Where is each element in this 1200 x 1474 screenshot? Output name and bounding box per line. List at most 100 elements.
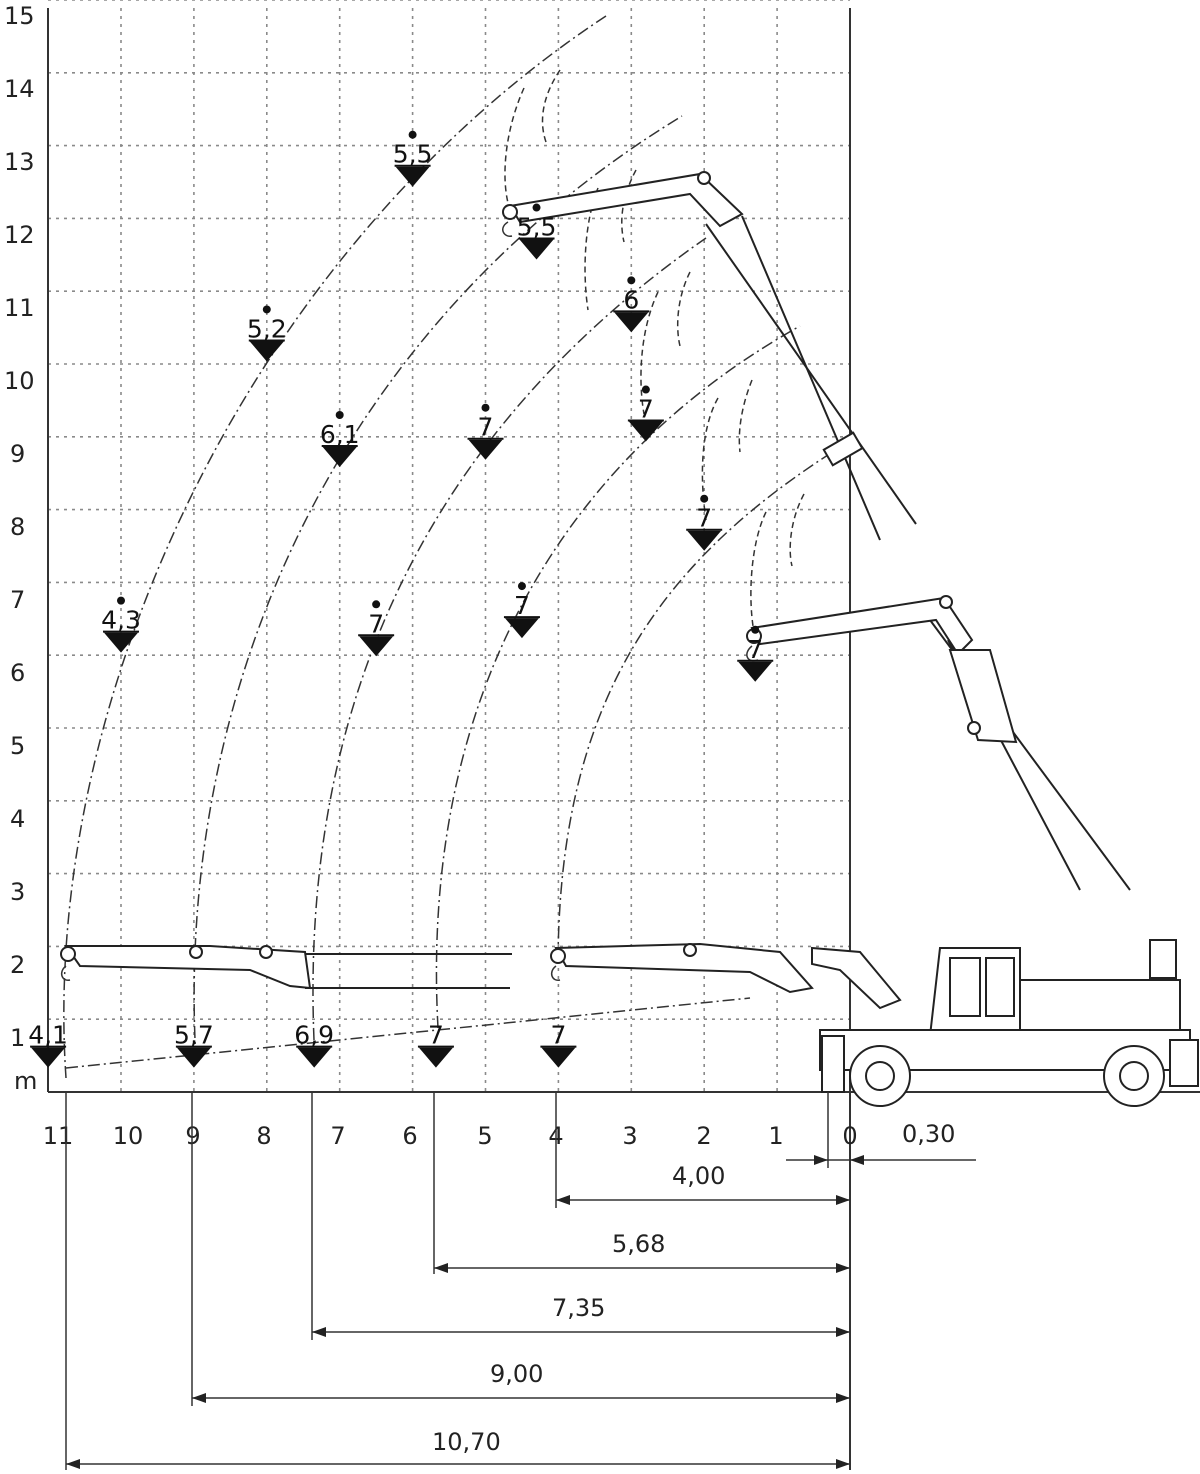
top-jib	[502, 171, 744, 237]
reach-arcs	[63, 15, 843, 1079]
jib-curve	[738, 379, 753, 453]
crane-machine	[60, 171, 1199, 1107]
load-marker-triangle	[359, 636, 394, 657]
x-tick: 1	[768, 1122, 783, 1150]
load-capacity-label: 6,1	[320, 420, 360, 449]
load-capacity-label: 5,5	[517, 213, 557, 242]
reach-arc-2	[193, 115, 683, 1061]
folded-boom	[60, 942, 814, 994]
reach-arc-outer	[63, 15, 607, 1079]
load-marker-triangle	[104, 632, 138, 653]
x-tick-labels: 11 10 9 8 7 6 5 4 3 2 1 0	[43, 1122, 858, 1150]
load-capacity-label: 4,1	[28, 1021, 68, 1050]
y-tick: 8	[10, 513, 25, 541]
dim-label: 9,00	[490, 1360, 543, 1388]
reach-arc-4	[435, 325, 801, 1029]
hook-point-dot	[262, 305, 271, 314]
unit-label: m	[14, 1067, 37, 1095]
jib-curve	[541, 69, 561, 143]
x-tick: 7	[330, 1122, 345, 1150]
y-tick: 2	[10, 951, 25, 979]
load-capacity-label: 5,5	[393, 140, 433, 169]
hook-point-dot	[751, 625, 760, 634]
dim-label: 7,35	[552, 1294, 605, 1322]
jib-curve	[676, 271, 691, 347]
load-marker-triangle	[504, 618, 539, 639]
x-tick: 0	[842, 1122, 857, 1150]
hook-point-dot	[700, 494, 709, 503]
load-capacity-label: 7	[428, 1021, 444, 1050]
hook-point-dot	[517, 582, 526, 591]
y-tick: 5	[10, 732, 25, 760]
y-tick: 12	[4, 221, 35, 249]
hook-point-dot	[532, 203, 541, 212]
x-tick: 6	[402, 1122, 417, 1150]
load-marker-triangle	[628, 421, 663, 442]
load-capacity-label: 7	[638, 395, 654, 424]
mid-jib	[746, 595, 1018, 744]
hook-point-dot	[117, 596, 125, 605]
y-tick: 4	[10, 805, 25, 833]
y-tick: 6	[10, 659, 25, 687]
load-marker-triangle	[176, 1047, 211, 1068]
load-marker-triangle	[468, 439, 503, 460]
hook-point-dot	[627, 276, 636, 285]
y-tick: 3	[10, 878, 25, 906]
load-marker-triangle	[395, 166, 430, 187]
hook-point-dot	[408, 130, 417, 139]
jib-curve	[789, 493, 805, 567]
load-capacity-label: 4,3	[101, 606, 141, 635]
load-marker-triangle	[418, 1047, 453, 1068]
reach-arc-3	[312, 237, 707, 1041]
load-marker-triangle	[249, 341, 284, 362]
y-tick: 1	[10, 1024, 25, 1052]
dim-label: 4,00	[672, 1162, 725, 1190]
y-tick: 11	[4, 294, 35, 322]
x-tick: 2	[696, 1122, 711, 1150]
y-tick: 13	[4, 148, 35, 176]
load-marker-triangle	[614, 312, 649, 333]
load-capacity-label: 7	[747, 635, 763, 664]
truck	[811, 939, 1199, 1107]
load-capacity-label: 5,2	[247, 314, 287, 343]
load-capacity-label: 7	[696, 504, 712, 533]
load-marker-triangle	[31, 1047, 66, 1068]
load-capacity-label: 7	[478, 413, 494, 442]
hook-point-dot	[641, 385, 650, 394]
x-tick: 10	[113, 1122, 144, 1150]
jib-curve	[640, 291, 659, 415]
y-tick: 7	[10, 586, 25, 614]
x-tick: 3	[622, 1122, 637, 1150]
load-capacity-label: 7	[368, 609, 384, 638]
load-marker-triangle	[322, 447, 357, 467]
grid	[47, 0, 850, 1092]
y-tick: 14	[4, 75, 35, 103]
main-boom-raised	[705, 215, 1131, 891]
dimension-lines: 0,30 4,00 5,68 7,35 9,00 10,70	[65, 1092, 976, 1470]
hook-point-dot	[372, 600, 381, 609]
load-capacity-label: 7	[550, 1021, 566, 1050]
load-marker-triangle	[519, 239, 554, 260]
x-tick: 8	[256, 1122, 271, 1150]
load-marker-triangle	[738, 661, 773, 682]
x-tick: 9	[185, 1122, 200, 1150]
load-capacity-label: 7	[514, 591, 530, 620]
jib-curve	[701, 397, 719, 521]
x-tick: 11	[43, 1122, 74, 1150]
jib-curves	[504, 69, 805, 633]
x-tick: 5	[477, 1122, 492, 1150]
reach-arc-5	[557, 445, 843, 961]
hook-point-dot	[335, 411, 344, 419]
load-capacity-label: 5,7	[174, 1021, 214, 1050]
dim-label: 0,30	[902, 1120, 955, 1148]
jib-curve	[621, 169, 637, 243]
jib-curve	[504, 87, 525, 211]
hook-point-dot	[481, 403, 490, 412]
reach-arc-base	[65, 997, 751, 1069]
load-marker-triangle	[297, 1047, 332, 1068]
y-tick: 10	[4, 367, 35, 395]
y-tick-labels: 15 14 13 12 11 10 9 8 7 6 5 4 3 2 1 m	[4, 2, 37, 1095]
load-capacity-label: 6,9	[294, 1021, 334, 1050]
jib-curve	[750, 511, 767, 633]
